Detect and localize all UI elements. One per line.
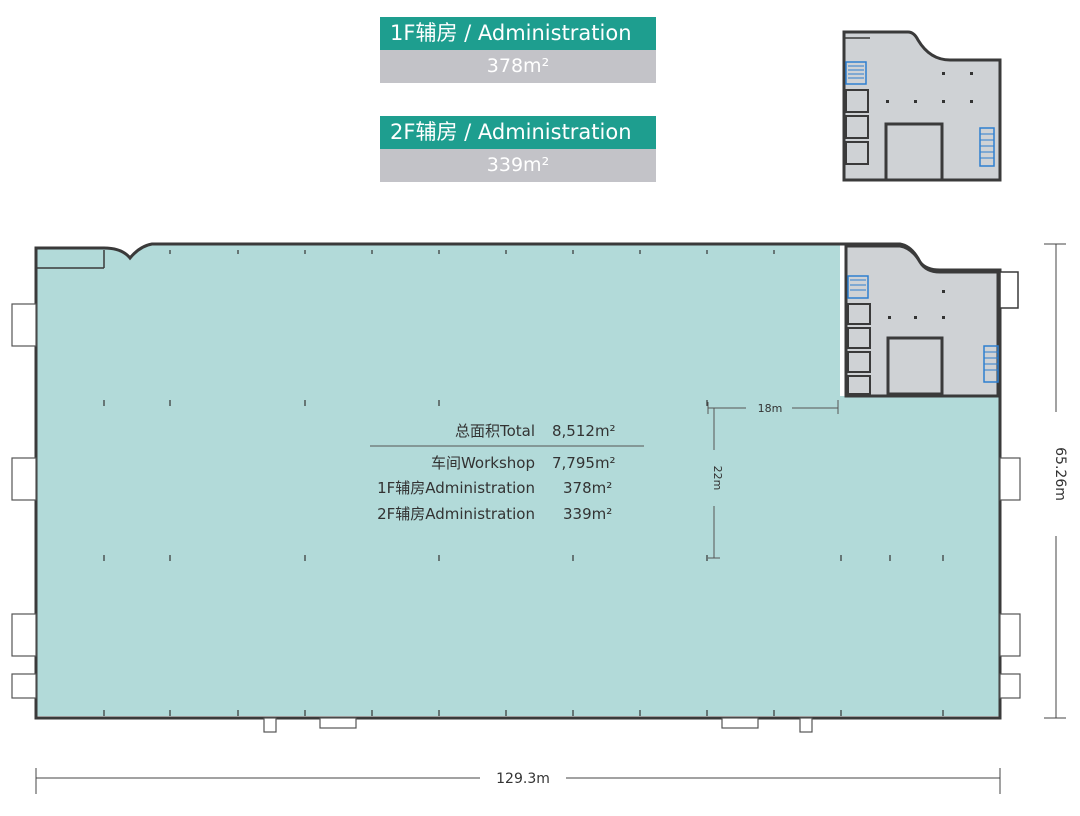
column-markers: [103, 250, 944, 716]
summary-row-value: 378m²: [563, 479, 612, 497]
second-floor-plan-thumbnail: [842, 30, 1002, 182]
overall-height-label: 65.26m: [1052, 447, 1068, 501]
summary-row-value: 8,512m²: [552, 422, 616, 440]
second-floor-area: 339m²: [380, 149, 656, 182]
summary-row-name: 1F辅房Administration: [377, 479, 535, 497]
summary-row-name: 2F辅房Administration: [377, 505, 535, 523]
second-floor-label: 2F辅房 / Administration 339m²: [380, 116, 656, 182]
summary-row-name: 车间Workshop: [431, 454, 535, 472]
inner-height-label: 22m: [711, 466, 724, 491]
summary-row-value: 339m²: [563, 505, 612, 523]
overall-width-dimension: [35, 768, 1001, 794]
overall-width-label: 129.3m: [496, 771, 550, 787]
office-block: [844, 244, 1019, 398]
first-floor-label: 1F辅房 / Administration 378m²: [380, 17, 656, 83]
outer-wall: [34, 242, 1002, 720]
area-summary: 总面积Total 8,512m² 车间Workshop 7,795m² 1F辅房…: [370, 422, 644, 523]
workshop-area: [36, 244, 1000, 716]
overall-height-dimension: [1044, 243, 1066, 719]
second-floor-title: 2F辅房 / Administration: [380, 116, 656, 149]
inner-height-dimension: [708, 408, 720, 559]
first-floor-area: 378m²: [380, 50, 656, 83]
first-floor-title: 1F辅房 / Administration: [380, 17, 656, 50]
inner-width-label: 18m: [758, 402, 783, 415]
summary-row-value: 7,795m²: [552, 454, 616, 472]
summary-row-name: 总面积Total: [455, 422, 535, 440]
